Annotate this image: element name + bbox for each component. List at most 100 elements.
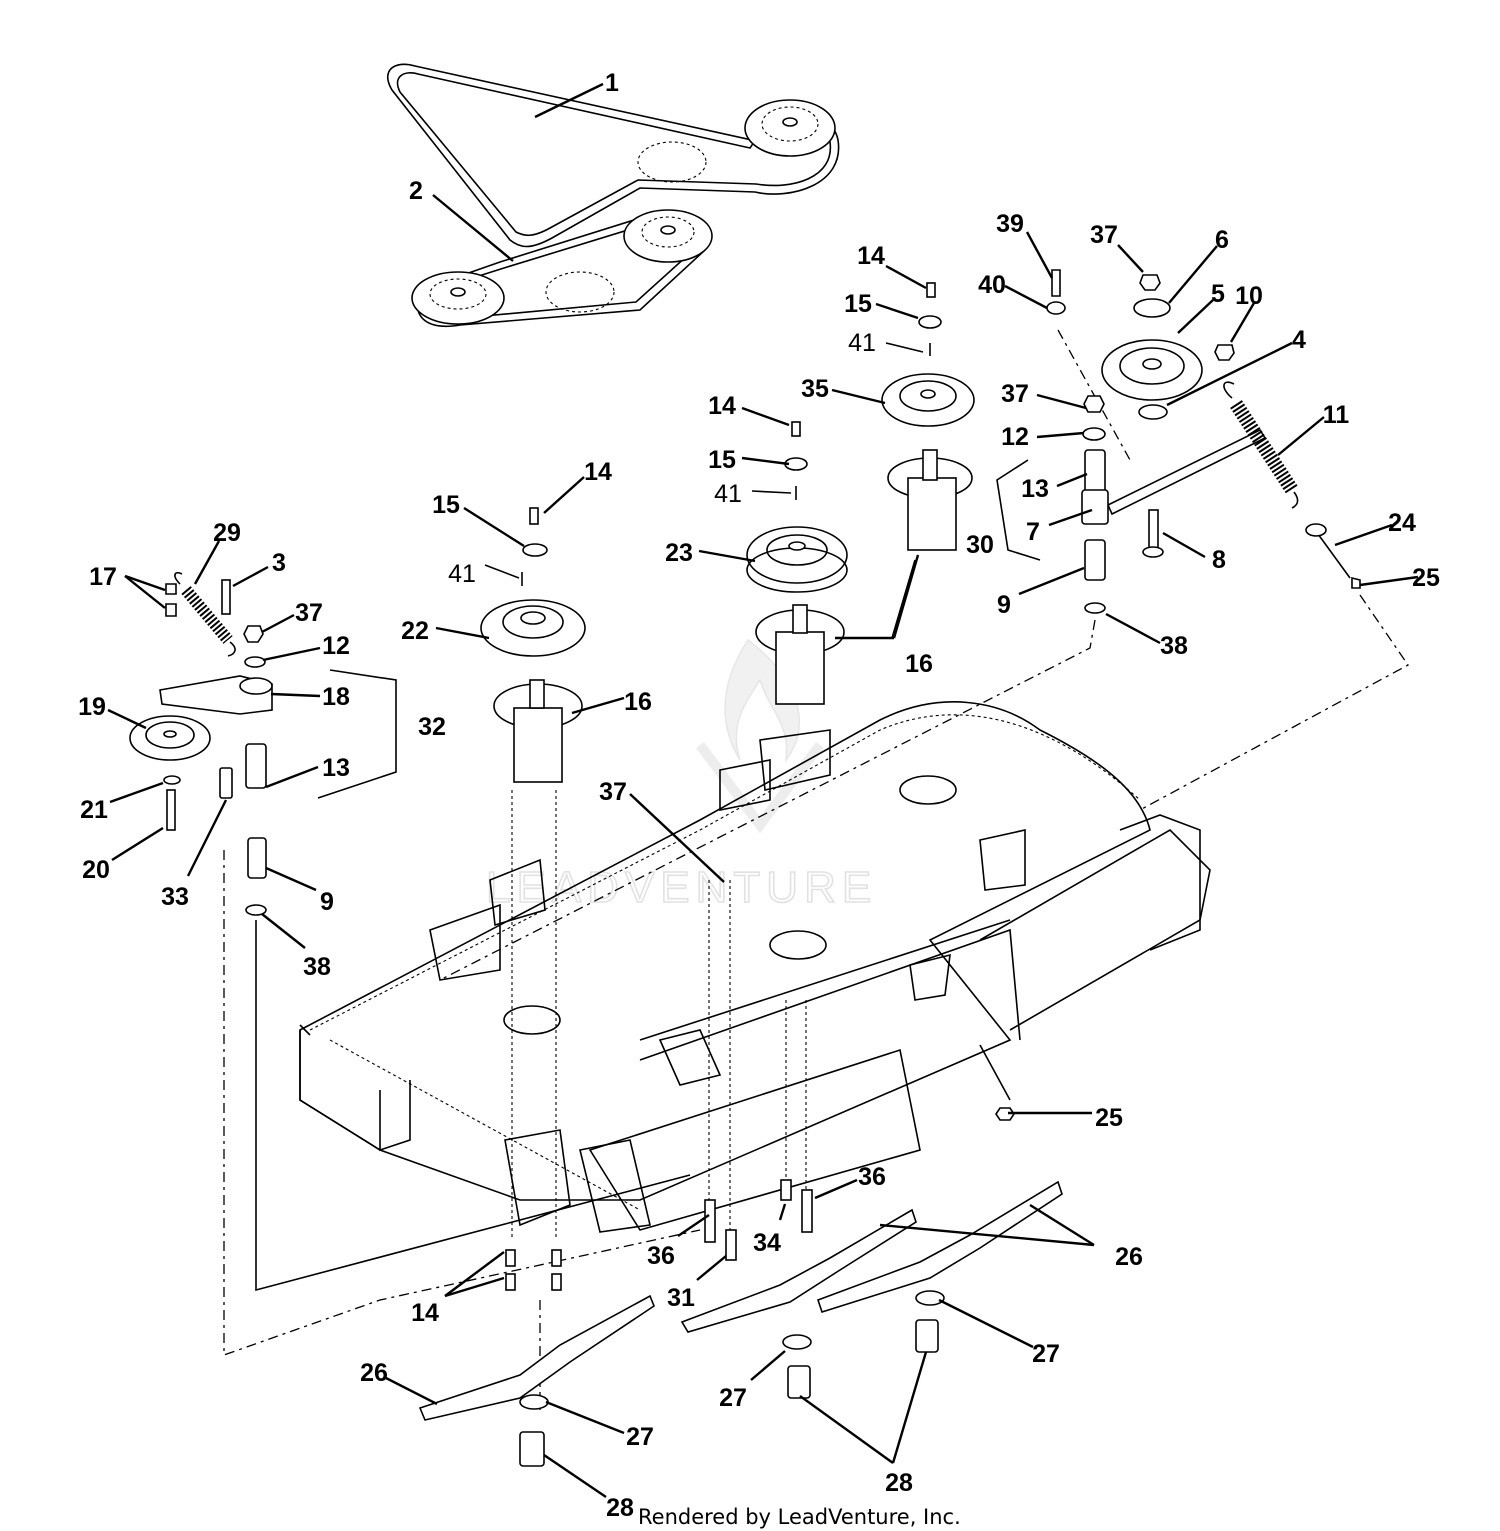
leader-line-c10 (1229, 302, 1256, 343)
callout-c13b: 13 (322, 754, 350, 782)
leader-line-c3 (232, 565, 269, 588)
footer-credit: Rendered by LeadVenture, Inc. (638, 1505, 961, 1529)
leader-line-c16b (571, 696, 625, 715)
callout-c13a: 13 (1021, 475, 1049, 503)
callout-c41b: 41 (714, 480, 742, 508)
bottom-hardware (505, 1179, 945, 1467)
callout-c29: 29 (213, 519, 241, 547)
callout-c37d: 37 (599, 778, 627, 806)
callout-c37a: 37 (1090, 221, 1118, 249)
mower-deck (299, 701, 1211, 1233)
leader-line-c34 (778, 1203, 787, 1221)
callout-c11: 11 (1323, 401, 1350, 429)
right-idler-assembly (1046, 269, 1409, 811)
leader-line-c29 (193, 540, 221, 585)
callout-c14a: 14 (857, 242, 885, 270)
watermark: LEADVENTURE (485, 638, 872, 913)
leader-line-c33 (186, 799, 228, 877)
callout-c41a: 41 (848, 329, 876, 357)
leader-line-c14a (885, 264, 927, 290)
callout-c6: 6 (1215, 226, 1229, 254)
callout-c36b: 36 (647, 1242, 675, 1270)
callout-c30: 30 (966, 531, 994, 559)
leader-line-c12a (1036, 431, 1085, 439)
leader-line-c41b (751, 490, 792, 494)
leader-line-c37d (629, 793, 725, 883)
leader-line-c23 (698, 549, 756, 563)
leader-line-c28b (543, 1454, 607, 1498)
leader-line-c15c (463, 506, 525, 548)
center-right-spindle (881, 282, 975, 639)
leader-line-c9a (1018, 566, 1085, 596)
callout-c16b: 16 (624, 688, 652, 716)
leader-line-c37a (1117, 244, 1144, 273)
callout-c36a: 36 (858, 1163, 886, 1191)
leader-line-c40 (1004, 284, 1048, 310)
leader-line-c25a (1359, 575, 1419, 587)
leader-line-c2 (432, 194, 514, 262)
callout-c17: 17 (89, 563, 117, 591)
callout-c14c: 14 (584, 458, 612, 486)
callout-c35: 35 (801, 375, 829, 403)
leader-line-c21 (109, 781, 164, 804)
callout-c27b: 27 (719, 1384, 747, 1412)
leader-line-c15b (741, 456, 790, 466)
callout-c32: 32 (418, 713, 446, 741)
callout-c1: 1 (605, 69, 619, 97)
drive-pulley-left (411, 271, 505, 325)
leader-line-c4 (1166, 341, 1293, 407)
callout-c22: 22 (401, 617, 429, 645)
callout-c14b: 14 (708, 392, 736, 420)
leader-line-c37b (1036, 393, 1087, 410)
callout-c28a: 28 (885, 1469, 913, 1497)
callout-c39: 39 (996, 210, 1024, 238)
leader-line-c5 (1177, 299, 1214, 334)
callout-c38a: 38 (1160, 632, 1188, 660)
callout-c14d: 14 (411, 1299, 439, 1327)
callout-c40: 40 (978, 271, 1006, 299)
callout-c15b: 15 (708, 446, 736, 474)
leader-line-c11 (1277, 416, 1325, 456)
callout-c34: 34 (753, 1229, 781, 1257)
drive-pulley-mid (623, 209, 713, 263)
leader-line-c13a (1056, 472, 1088, 488)
callout-c25a: 25 (1412, 564, 1440, 592)
callout-c27a: 27 (1032, 1340, 1060, 1368)
callout-c41c: 41 (448, 560, 476, 588)
leader-line-c41a (885, 342, 924, 353)
multi-leaders (124, 554, 1095, 1464)
callout-c31: 31 (667, 1284, 695, 1312)
callout-c15a: 15 (844, 290, 872, 318)
leader-line-c14c (543, 476, 585, 514)
leader-line-c27a (938, 1298, 1034, 1349)
leader-line-c6 (1168, 245, 1218, 304)
leader-line-c9b (265, 866, 317, 892)
callout-c8: 8 (1212, 546, 1226, 574)
callout-c20: 20 (82, 856, 110, 884)
callout-c25b: 25 (1095, 1104, 1123, 1132)
callout-c2: 2 (409, 177, 423, 205)
callout-leaders (107, 82, 1419, 1498)
leader-line-c18 (270, 692, 321, 698)
left-idler-assembly (129, 459, 1041, 916)
leader-line-c36a (814, 1178, 858, 1200)
callout-c12a: 12 (1001, 423, 1029, 451)
callout-c37c: 37 (295, 599, 323, 627)
leader-line-c26b (383, 1375, 438, 1406)
leader-line-c14b (741, 406, 790, 427)
leader-line-c38a (1105, 612, 1161, 645)
callout-c21: 21 (80, 796, 108, 824)
leader-line-c38b (261, 913, 306, 949)
callout-c23: 23 (665, 539, 693, 567)
leader-line-c24 (1334, 523, 1393, 547)
leader-line-c15a (875, 302, 919, 320)
callout-c26a: 26 (1115, 1243, 1143, 1271)
leader-line-c12b (262, 646, 321, 662)
callout-c9b: 9 (320, 888, 334, 916)
leader-line-c35 (831, 388, 886, 405)
leader-line-c41c (484, 564, 520, 579)
leader-line-c20 (111, 826, 164, 862)
callout-c19: 19 (78, 693, 106, 721)
